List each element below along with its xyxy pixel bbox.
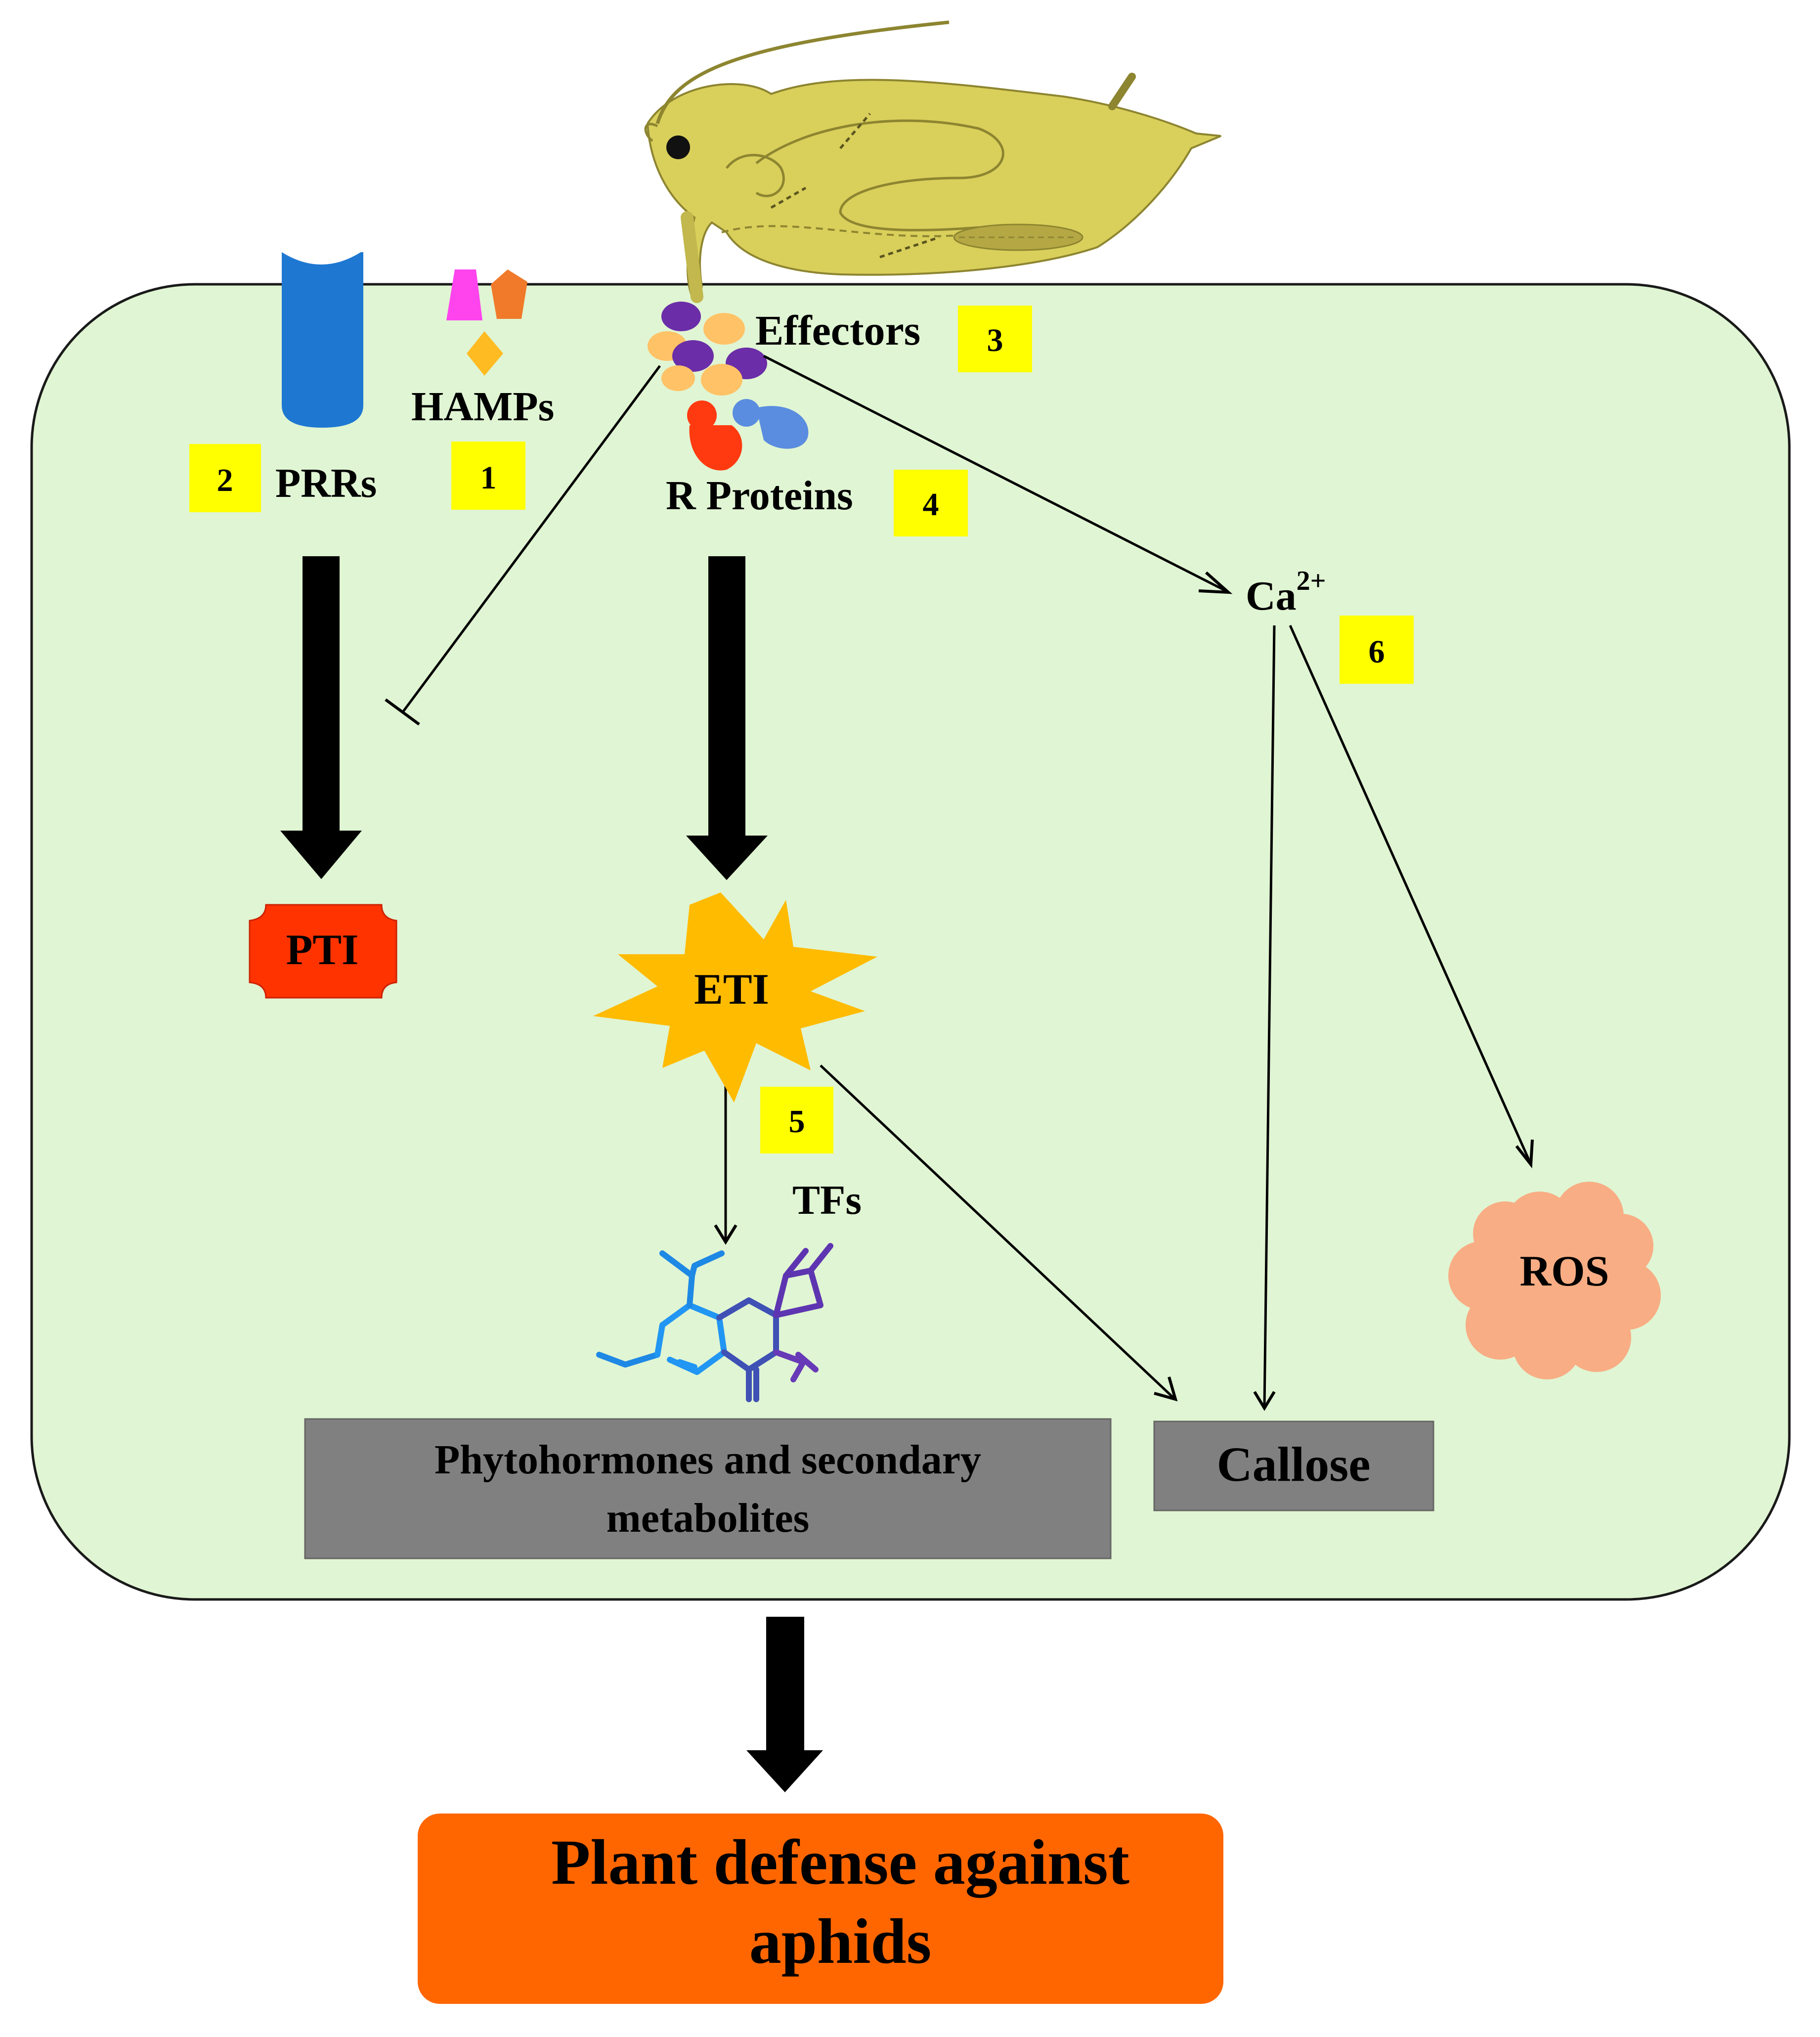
eti-node: ETI [593, 892, 877, 1103]
effectors-label: Effectors [755, 307, 920, 354]
badge-1-number: 1 [480, 460, 497, 496]
metabolites-line1: Phytohormones and secondary [434, 1437, 981, 1483]
plant-cell [30, 283, 1791, 1601]
badge-4-number: 4 [923, 487, 939, 523]
pti-label: PTI [286, 926, 359, 974]
aphid-icon [644, 20, 1221, 303]
outcome-line1: Plant defense against [551, 1827, 1129, 1898]
badge-1: 1 [451, 442, 525, 510]
calcium-label: Ca2+ [1246, 566, 1326, 619]
eti-to-metabolites-arrow [714, 1075, 737, 1245]
badge-3: 3 [958, 306, 1032, 372]
prrs-label: PRRs [275, 460, 377, 506]
calcium-to-ros-arrow [1289, 624, 1534, 1169]
badge-2-number: 2 [217, 462, 233, 498]
badge-6: 6 [1340, 616, 1414, 684]
prr-receptor-icon [282, 252, 363, 428]
ros-node: ROS [1448, 1182, 1661, 1379]
callose-box: Callose [1153, 1420, 1434, 1511]
ros-label: ROS [1520, 1247, 1609, 1295]
prr-to-pti-arrow [280, 556, 362, 879]
effector-inhibits-pti-line [385, 365, 661, 726]
badge-5-number: 5 [789, 1104, 805, 1140]
badge-4: 4 [894, 470, 968, 536]
eti-to-callose-arrow [820, 1064, 1178, 1402]
metabolites-line2: metabolites [607, 1495, 810, 1541]
tfs-label: TFs [792, 1177, 862, 1223]
calcium-base: Ca [1246, 573, 1297, 619]
r-proteins-label: R Proteins [666, 473, 853, 519]
callose-label: Callose [1216, 1437, 1370, 1492]
metabolites-box: Phytohormones and secondary metabolites [304, 1418, 1112, 1559]
badge-6-number: 6 [1369, 634, 1385, 670]
outcome-line2: aphids [749, 1906, 932, 1977]
pti-node: PTI [249, 904, 397, 999]
badge-2: 2 [189, 444, 261, 512]
outcome-box: Plant defense against aphids [418, 1814, 1223, 2004]
rprotein-to-eti-arrow [686, 556, 768, 880]
badge-3-number: 3 [987, 322, 1003, 358]
eti-label: ETI [694, 966, 769, 1014]
effector-to-calcium-arrow [763, 354, 1233, 594]
effector-molecules-icon [648, 302, 767, 396]
metabolite-structure-icon [596, 1243, 833, 1402]
calcium-to-callose-arrow [1253, 625, 1276, 1411]
r-protein-molecules-icon [687, 399, 809, 471]
calcium-superscript: 2+ [1297, 566, 1326, 596]
hamps-label: HAMPs [411, 384, 554, 430]
badge-5: 5 [760, 1087, 833, 1153]
hamp-molecules-icon [446, 269, 527, 376]
cell-to-outcome-arrow [746, 1617, 823, 1792]
